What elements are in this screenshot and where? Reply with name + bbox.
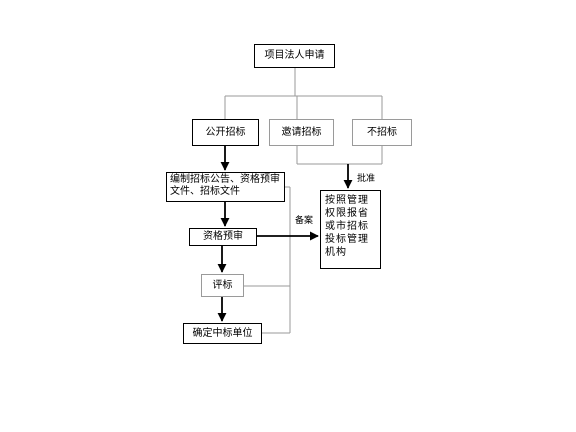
node-prepare-documents: 编制招标公告、资格预审文件、招标文件 [166,172,285,202]
node-tender-authority: 按照管理权限报省或市招标投标管理机构 [320,190,381,269]
edge-label-approve: 批准 [357,174,376,184]
node-no-tender: 不招标 [352,119,412,146]
node-project-applicant: 项目法人申请 [254,44,335,68]
node-prequalification: 资格预审 [189,228,257,246]
node-public-tender: 公开招标 [192,119,259,146]
node-determine-winner: 确定中标单位 [183,323,262,344]
node-invited-tender: 邀请招标 [269,119,334,146]
node-evaluation: 评标 [201,274,244,297]
edge-label-record: 备案 [295,216,314,226]
